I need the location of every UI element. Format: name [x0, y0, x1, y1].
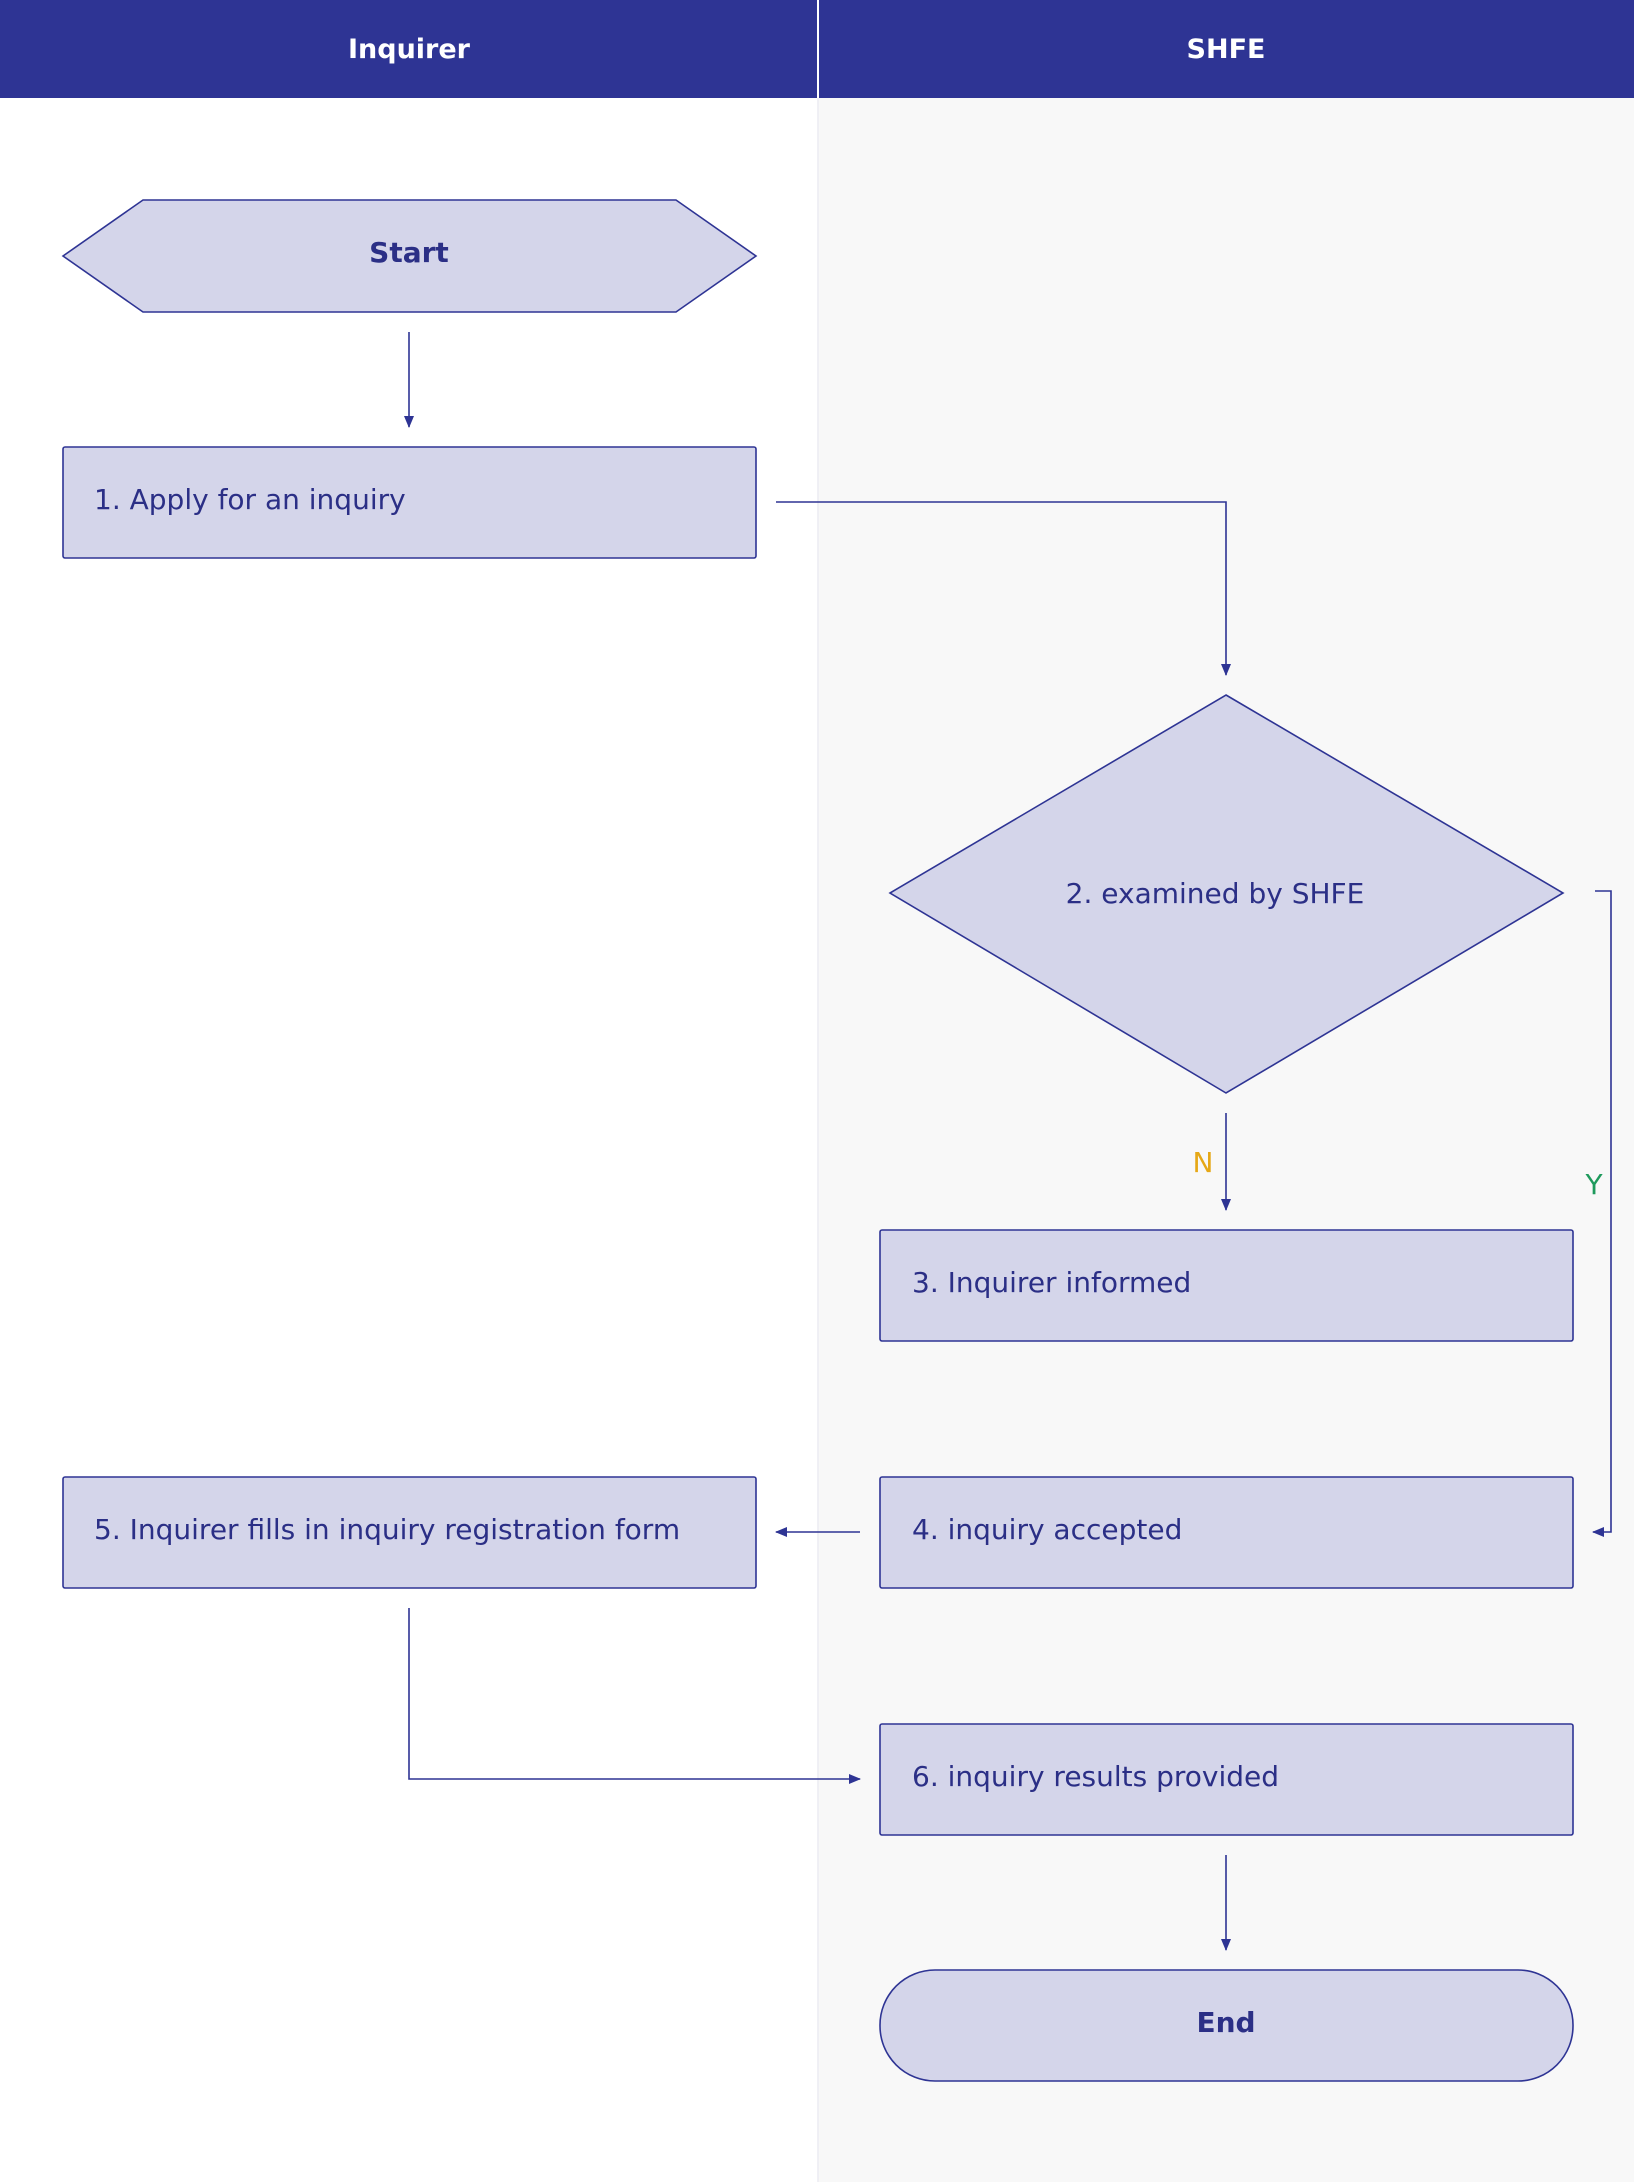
step-4-label: 4. inquiry accepted [912, 1513, 1182, 1546]
arrow-step5-to-step6 [408, 1608, 861, 1784]
step-2-decision [888, 694, 1565, 1094]
branch-label-yes: Y [1584, 1168, 1603, 1201]
step-3-box [879, 1229, 1574, 1342]
lane-title-shfe: SHFE [1187, 34, 1266, 65]
branch-label-no: N [1193, 1146, 1214, 1179]
step-6-label: 6. inquiry results provided [912, 1760, 1279, 1793]
end-label: End [1196, 2006, 1255, 2039]
end-node [879, 1969, 1574, 2082]
step-1-label: 1. Apply for an inquiry [94, 483, 406, 516]
lane-title-inquirer: Inquirer [348, 34, 471, 65]
step-1-box [62, 446, 757, 559]
arrow-step2-to-step4 [1592, 890, 1612, 1537]
step-2-label: 2. examined by SHFE [1066, 877, 1365, 910]
step-5-box [62, 1476, 757, 1589]
lane-inquirer-background [0, 98, 818, 2182]
step-3-label: 3. Inquirer informed [912, 1266, 1191, 1299]
step-4-box [879, 1476, 1574, 1589]
arrow-step1-to-step2 [776, 501, 1231, 676]
step-5-label: 5. Inquirer fills in inquiry registratio… [94, 1513, 680, 1546]
step-6-box [879, 1723, 1574, 1836]
start-label: Start [369, 236, 449, 269]
start-node [61, 199, 758, 313]
